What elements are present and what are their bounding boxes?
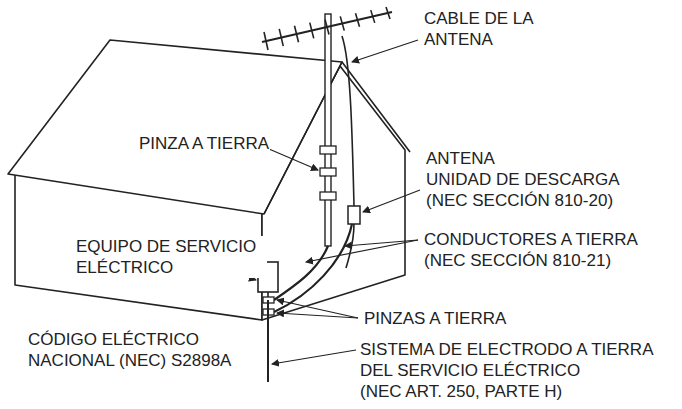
leader-line — [262, 146, 318, 170]
ground-conductor — [274, 246, 328, 300]
antenna-element — [279, 29, 283, 46]
mast-bracket — [320, 192, 336, 200]
leader-line — [345, 240, 418, 246]
leader-line — [277, 300, 358, 318]
callout-label: CABLE DE LA ANTENA — [423, 8, 555, 50]
callout-label: CÓDIGO ELÉCTRICO NACIONAL (NEC) S2898A — [27, 329, 244, 371]
ground-electrode — [267, 300, 269, 382]
callout-label: ANTENA UNIDAD DE DESCARGA (NEC SECCIÓN 8… — [425, 148, 642, 211]
antenna-element — [264, 32, 268, 50]
antenna-element — [325, 20, 329, 35]
antenna-element — [295, 26, 299, 43]
callout-label: CONDUCTORES A TIERRA (NEC SECCIÓN 810-21… — [423, 229, 660, 271]
leader-line — [363, 190, 420, 212]
antenna-element — [386, 7, 390, 19]
antenna-element — [310, 23, 314, 39]
leader-line — [272, 350, 356, 364]
ground-clamp — [320, 146, 336, 154]
antenna-element — [371, 10, 375, 23]
antenna-elements — [264, 7, 390, 50]
wrap-spacer — [608, 360, 678, 381]
callout-label: PINZA A TIERRA — [138, 133, 270, 154]
roof — [8, 40, 342, 214]
callout-label: EQUIPO DE SERVICIO ELÉCTRICO — [75, 236, 267, 278]
leader-line — [352, 40, 418, 62]
ground-conductor — [274, 224, 352, 312]
roof-edge — [264, 62, 410, 214]
callout-label: PINZAS A TIERRA — [363, 308, 507, 329]
leader-line — [306, 240, 418, 262]
wrap-spacer — [511, 148, 641, 169]
antenna-mast — [325, 14, 331, 246]
discharge-unit — [348, 206, 360, 224]
antenna-element — [340, 16, 344, 30]
ground-clamp — [320, 168, 336, 176]
callout-label: SISTEMA DE ELECTRODO A TIERRA DEL SERVIC… — [359, 339, 679, 402]
antenna-element — [356, 13, 360, 27]
leader-line — [277, 313, 358, 318]
